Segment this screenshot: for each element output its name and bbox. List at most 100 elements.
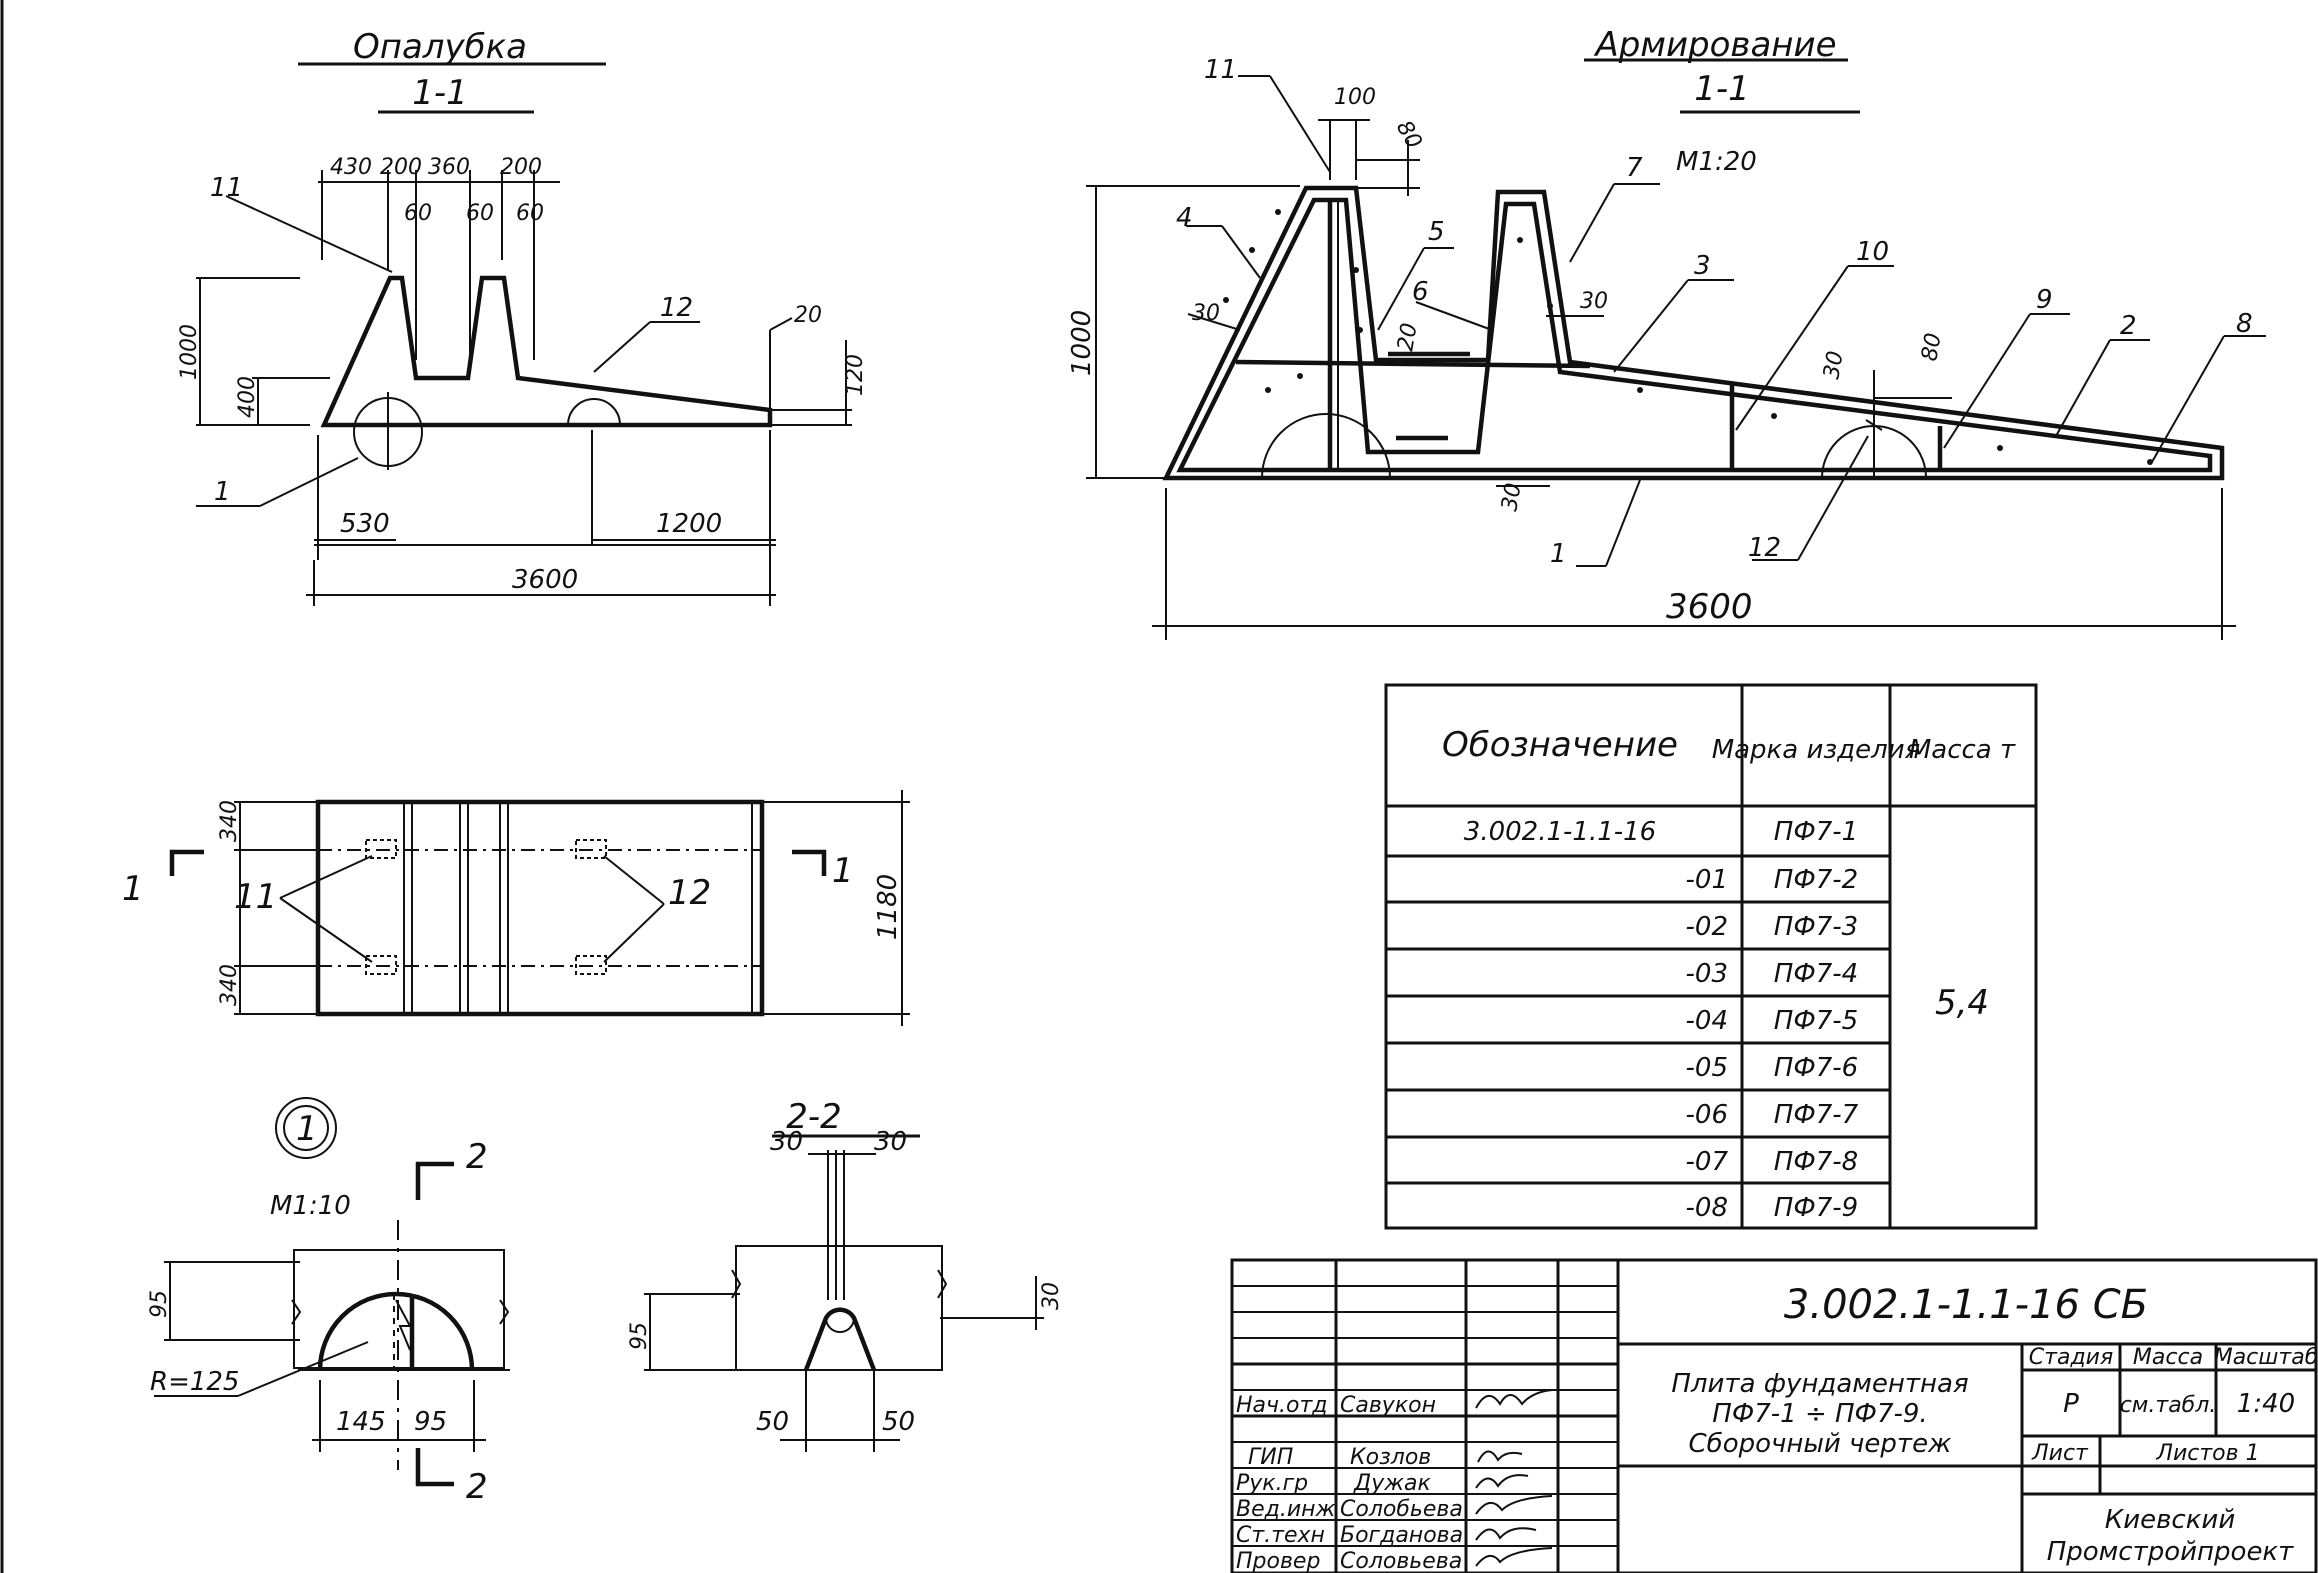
spec-table: Обозначение Марка изделия Масса т 3.002.… [1384,683,2038,1230]
scale-label: Масштаб [2214,1345,2318,1370]
spec-row-1-designation: -01 [1686,865,1728,895]
reinf-callout-8: 8 [2236,309,2253,339]
reinforcement-scale: М1:20 [1676,147,1757,177]
dim-120: 120 [843,354,868,396]
signature-3 [1475,1495,1553,1515]
name-3: Солобьева [1340,1497,1463,1522]
spec-header-mass: Масса т [1909,735,2016,765]
section22-dim-30b: 30 [874,1127,907,1157]
spec-row-6-designation: -06 [1686,1100,1728,1130]
lift-hole-left [1261,413,1391,479]
section22-dim-30c: 30 [1039,1282,1064,1310]
spec-row-7-mark: ПФ7-8 [1774,1147,1858,1177]
dim-1200: 1200 [656,509,722,539]
reinf-callout-3: 3 [1694,251,1711,281]
doc-name-2: ПФ7-1 ÷ ПФ7-9. [1712,1399,1927,1429]
lifting-hole-12 [567,398,621,426]
spec-row-0-designation: 3.002.1-1.1-16 [1464,817,1656,847]
spec-row-1-mark: ПФ7-2 [1774,865,1858,895]
reinf-dim-80b: 80 [1917,331,1946,363]
doc-name-1: Плита фундаментная [1671,1369,1968,1399]
section22-dim-50b: 50 [882,1407,915,1437]
callout-1: 1 [214,477,231,507]
detail1-marker: 1 [296,1109,318,1149]
section-2-2: 2-2 30 30 95 30 50 50 [627,1097,1064,1452]
name-5: Соловьева [1340,1549,1462,1573]
formwork-outline [320,275,773,428]
plan-callout-11: 11 [234,877,277,917]
spec-header-mark: Марка изделия [1712,735,1921,765]
dim-60b: 60 [466,201,494,226]
doc-code: 3.002.1-1.1-16 СБ [1784,1282,2148,1328]
reinf-dim-30b: 30 [1580,289,1608,314]
reinf-callout-5: 5 [1428,217,1445,247]
name-1: Козлов [1350,1445,1431,1470]
role-2: Рук.гр [1236,1471,1308,1496]
section22-dim-30a: 30 [770,1127,803,1157]
title-block: Нач.отд Савукон ГИП Козлов Рук.гр Дужак … [1230,1258,2318,1573]
role-0: Нач.отд [1236,1393,1328,1418]
mass-label: Масса [2133,1345,2203,1370]
reinf-callout-1: 1 [1550,539,1567,569]
detail1-arc [317,1291,475,1371]
spec-row-3-designation: -03 [1686,959,1728,989]
doc-name-3: Сборочный чертеж [1689,1429,1953,1459]
spec-row-8-designation: -08 [1686,1193,1728,1223]
spec-row-4-mark: ПФ7-5 [1774,1006,1858,1036]
role-5: Провер [1236,1549,1320,1573]
detail1-scale: М1:10 [270,1191,351,1221]
name-2: Дужак [1353,1471,1432,1496]
dim-200a: 200 [380,155,422,180]
section22-groove [803,1307,877,1371]
reinforcement-cage [1176,197,2213,473]
reinforcement-title: Армирование [1593,25,1836,65]
spec-row-5-mark: ПФ7-6 [1774,1053,1858,1083]
spec-row-3-mark: ПФ7-4 [1774,959,1858,989]
dim-20: 20 [794,303,822,328]
plan-cut-right: 1 [832,851,854,891]
dim-3600: 3600 [512,565,578,595]
dim-360: 360 [428,155,470,180]
detail1-dim-95: 95 [147,1290,172,1318]
plan-callout-12: 12 [668,873,711,913]
reinf-callout-6: 6 [1412,277,1429,307]
detail1-dim-145: 145 [336,1407,386,1437]
plan-dim-340a: 340 [217,800,242,842]
reinf-callout-10: 10 [1856,237,1889,267]
signature-1 [1477,1450,1523,1463]
spec-row-8-mark: ПФ7-9 [1774,1193,1858,1223]
name-4: Богданова [1340,1523,1463,1548]
role-3: Вед.инж [1236,1497,1336,1522]
plan-dim-340b: 340 [217,964,242,1006]
org-line-1: Киевский [2105,1505,2235,1535]
detail-1: 1 М1:10 2 2 95 R=125 145 95 [147,1097,510,1507]
formwork-title: Опалубка [353,27,527,67]
spec-header-designation: Обозначение [1442,725,1678,765]
reinforcement-outline [1162,185,2225,481]
mass-value: см.табл. [2120,1393,2217,1418]
formwork-section-view: Опалубка 1-1 430 200 360 200 60 60 60 10… [177,27,868,606]
spec-header-mark-line: Марка изделия [1712,735,1921,765]
sheets-label: Листов 1 [2155,1441,2259,1466]
signature-4 [1475,1527,1537,1541]
reinf-callout-11: 11 [1204,55,1237,85]
plan-view: 340 340 1180 1 1 11 12 [122,790,910,1026]
spec-row-5-designation: -05 [1686,1053,1728,1083]
signature-0 [1475,1389,1553,1409]
name-0: Савукон [1340,1393,1436,1418]
reinf-callout-12: 12 [1748,533,1781,563]
dim-430: 430 [330,155,372,180]
role-4: Ст.техн [1236,1523,1325,1548]
section22-dim-50a: 50 [756,1407,789,1437]
reinf-dim-80a: 80 [1391,117,1427,154]
spec-row-7-designation: -07 [1686,1147,1729,1177]
spec-row-2-mark: ПФ7-3 [1774,912,1858,942]
reinf-callout-2: 2 [2120,311,2137,341]
section22-dim-95: 95 [627,1322,652,1350]
signature-5 [1475,1547,1553,1567]
reinf-dim-1000: 1000 [1067,310,1097,376]
dim-60c: 60 [516,201,544,226]
reinf-callout-7: 7 [1626,153,1643,183]
formwork-section-label: 1-1 [412,73,468,113]
role-1: ГИП [1248,1445,1293,1470]
